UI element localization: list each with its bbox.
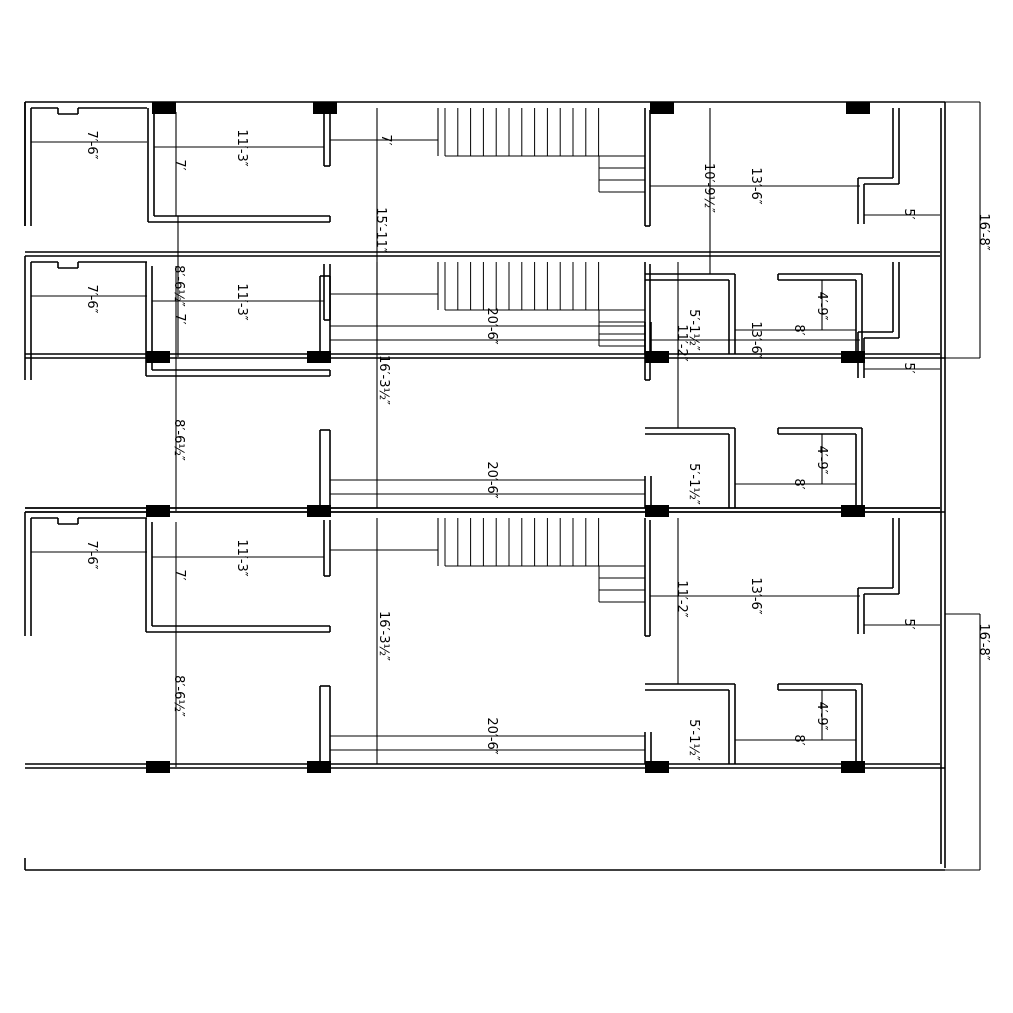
- dimension-label: 5′: [901, 618, 916, 629]
- column: [152, 102, 176, 114]
- outer-walls: [24, 101, 981, 871]
- floor-strip: 7′-6″ 11′-3″ 7′ 7′ 15′-11″ 8′-6½″ 20′-6″ 10′-9½…: [24, 102, 991, 363]
- dimension-label: 8′: [791, 734, 806, 745]
- dimension-label: 4′-9″: [814, 701, 829, 730]
- dimension-label: 7′: [172, 569, 187, 580]
- column: [313, 102, 337, 114]
- column: [307, 351, 331, 363]
- dimension-label: 5′: [901, 362, 916, 373]
- column: [146, 761, 170, 773]
- dimension-label: 11′-2″: [674, 324, 689, 361]
- dimension-label: 8′-6½″: [171, 265, 186, 307]
- dimension-label: 20′-6″: [484, 461, 499, 498]
- dimension-label: 10′-9½″: [701, 163, 716, 213]
- dimension-label: 4′-9″: [814, 445, 829, 474]
- floor-rows: 7′-6″ 11′-3″ 7′ 7′ 15′-11″ 8′-6½″ 20′-6″ 10′-9½…: [24, 102, 991, 773]
- column: [146, 505, 170, 517]
- dimension-label: 11′-3″: [234, 129, 249, 166]
- column: [307, 761, 331, 773]
- floor-strip: 7′-6″ 11′-3″ 7′ 16′-3½″ 8′-6½″ 20′-6″ 11′-2″ 13…: [24, 507, 991, 773]
- dimension-label: 8′-6½″: [171, 675, 186, 717]
- dimension-label: 15′-11″: [373, 207, 388, 253]
- dimension-label: 7′: [378, 134, 393, 145]
- column: [645, 505, 669, 517]
- dimension-label: 11′-2″: [674, 580, 689, 617]
- dimension-label: 20′-6″: [484, 717, 499, 754]
- dimension-label: 16′-8″: [976, 623, 991, 660]
- dimension-label: 5′-1½″: [686, 463, 701, 505]
- dimension-label: 13′-6″: [748, 321, 763, 358]
- dimension-label: 13′-6″: [748, 577, 763, 614]
- column: [146, 351, 170, 363]
- dimension-label: 5′-1½″: [686, 719, 701, 761]
- dimension-label: 16′-3½″: [376, 355, 391, 405]
- dimension-label: 8′-6½″: [171, 419, 186, 461]
- column: [307, 505, 331, 517]
- dimension-label: 7′-6″: [84, 130, 99, 159]
- column: [841, 351, 865, 363]
- dimension-label: 7′: [172, 313, 187, 324]
- dimension-label: 4′-9″: [814, 291, 829, 320]
- column: [650, 102, 674, 114]
- column: [846, 102, 870, 114]
- column: [645, 761, 669, 773]
- dimension-label: 11′-3″: [234, 539, 249, 576]
- floor-strip: 7′-6″ 11′-3″ 7′ 16′-3½″ 8′-6½″ 20′-6″ 11′-2″ 13…: [24, 251, 945, 517]
- dimension-label: 20′-6″: [484, 307, 499, 344]
- dimension-label: 5′: [901, 208, 916, 219]
- dimension-label: 16′-3½″: [376, 611, 391, 661]
- dimension-label: 8′: [791, 324, 806, 335]
- dimension-label: 13′-6″: [748, 167, 763, 204]
- dimension-label: 11′-3″: [234, 283, 249, 320]
- dimension-label: 8′: [791, 478, 806, 489]
- column: [841, 761, 865, 773]
- column: [841, 505, 865, 517]
- column: [645, 351, 669, 363]
- dimension-label: 16′-8″: [976, 213, 991, 250]
- dimension-label: 7′: [172, 159, 187, 170]
- dimension-label: 7′-6″: [84, 540, 99, 569]
- dimension-label: 7′-6″: [84, 284, 99, 313]
